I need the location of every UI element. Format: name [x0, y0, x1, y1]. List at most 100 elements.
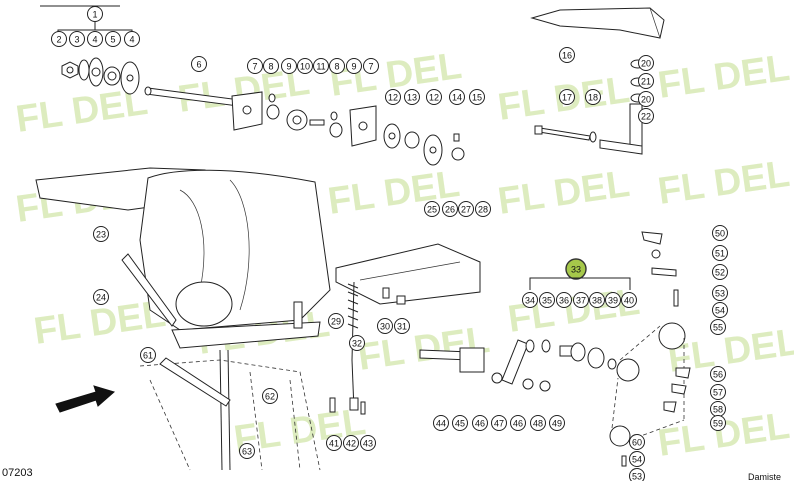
- watermark-text: FL DEL: [495, 163, 632, 223]
- callout-number: 51: [715, 249, 725, 259]
- callout-number: 56: [713, 370, 723, 380]
- callout-number: 16: [562, 51, 572, 61]
- callout-number: 11: [316, 62, 325, 72]
- callout-54: 54: [712, 302, 728, 318]
- direction-arrow: [55, 385, 116, 413]
- callout-number: 15: [472, 93, 482, 103]
- callout-4: 4: [87, 31, 103, 47]
- callout-27: 27: [458, 201, 474, 217]
- callout-16: 16: [559, 47, 575, 63]
- callout-56: 56: [710, 366, 726, 382]
- callout-38: 38: [589, 292, 605, 308]
- callout-45: 45: [452, 415, 468, 431]
- callout-32: 32: [349, 335, 365, 351]
- callout-number: 53: [715, 289, 725, 299]
- callout-number: 20: [641, 59, 651, 69]
- callout-number: 4: [129, 35, 134, 45]
- callout-number: 24: [96, 293, 106, 303]
- callout-number: 52: [715, 268, 725, 278]
- callout-9: 9: [281, 58, 297, 74]
- callout-number: 48: [533, 419, 543, 429]
- callout-37: 37: [573, 292, 589, 308]
- callout-number: 59: [713, 419, 723, 429]
- callout-number: 2: [56, 35, 61, 45]
- callout-number: 58: [713, 405, 723, 415]
- callout-50: 50: [712, 225, 728, 241]
- callout-number: 54: [632, 455, 642, 465]
- callout-22: 22: [638, 108, 654, 124]
- watermark-text: FL DEL: [325, 163, 462, 223]
- callout-44: 44: [433, 415, 449, 431]
- callout-number: 5: [110, 35, 115, 45]
- callout-number: 28: [478, 205, 488, 215]
- parts-artwork: [35, 5, 691, 471]
- callout-number: 43: [363, 439, 373, 449]
- callout-number: 45: [455, 419, 465, 429]
- callout-number: 47: [494, 419, 504, 429]
- callout-21: 21: [638, 73, 654, 89]
- callout-number: 57: [713, 388, 723, 398]
- callout-number: 62: [265, 392, 275, 402]
- callout-number: 25: [427, 205, 437, 215]
- callout-2: 2: [51, 31, 67, 47]
- callout-number: 22: [641, 112, 651, 122]
- callout-number: 10: [300, 62, 310, 72]
- callout-number: 17: [562, 93, 572, 103]
- callout-number: 54: [715, 306, 725, 316]
- callout-7: 7: [247, 58, 263, 74]
- callout-60: 60: [629, 434, 645, 450]
- callout-41: 41: [326, 435, 342, 451]
- callout-number: 41: [329, 439, 339, 449]
- watermark-text: FL DEL: [655, 153, 792, 213]
- callout-number: 30: [380, 322, 390, 332]
- callout-number: 20: [641, 95, 651, 105]
- callout-number: 27: [461, 205, 471, 215]
- callout-42: 42: [343, 435, 359, 451]
- callout-28: 28: [475, 201, 491, 217]
- drawing-code: 07203: [2, 467, 33, 479]
- callout-24: 24: [93, 289, 109, 305]
- callout-8: 8: [329, 58, 345, 74]
- callout-number: 35: [542, 296, 552, 306]
- callout-51: 51: [712, 245, 728, 261]
- callout-4: 4: [124, 31, 140, 47]
- callout-58: 58: [710, 401, 726, 417]
- callout-52: 52: [712, 264, 728, 280]
- callout-9: 9: [346, 58, 362, 74]
- callout-number: 50: [715, 229, 725, 239]
- callout-63: 63: [239, 443, 255, 459]
- callout-number: 34: [525, 296, 535, 306]
- callout-number: 14: [452, 93, 462, 103]
- callout-number: 63: [242, 447, 252, 457]
- callout-43: 43: [360, 435, 376, 451]
- callout-number: 61: [143, 351, 153, 361]
- callout-33: 33: [565, 258, 587, 280]
- callout-number: 39: [608, 296, 618, 306]
- callout-number: 23: [96, 230, 106, 240]
- callout-8: 8: [263, 58, 279, 74]
- callout-6: 6: [191, 56, 207, 72]
- callout-number: 21: [641, 77, 651, 87]
- callout-number: 4: [92, 35, 97, 45]
- watermark-text: FL DEL: [505, 281, 642, 341]
- callout-number: 42: [346, 439, 356, 449]
- callout-11: 11: [313, 58, 329, 74]
- callout-number: 38: [592, 296, 602, 306]
- callout-31: 31: [394, 318, 410, 334]
- callout-number: 40: [624, 296, 634, 306]
- callout-number: 55: [713, 323, 723, 333]
- callout-number: 9: [351, 62, 356, 72]
- callout-number: 46: [475, 419, 485, 429]
- callout-54: 54: [629, 451, 645, 467]
- callout-number: 3: [74, 35, 79, 45]
- callout-number: 33: [571, 265, 581, 275]
- callout-3: 3: [69, 31, 85, 47]
- callout-14: 14: [449, 89, 465, 105]
- callout-20: 20: [638, 55, 654, 71]
- callout-55: 55: [710, 319, 726, 335]
- callout-36: 36: [556, 292, 572, 308]
- callout-number: 8: [334, 62, 339, 72]
- callout-number: 18: [588, 93, 598, 103]
- callout-number: 26: [445, 205, 455, 215]
